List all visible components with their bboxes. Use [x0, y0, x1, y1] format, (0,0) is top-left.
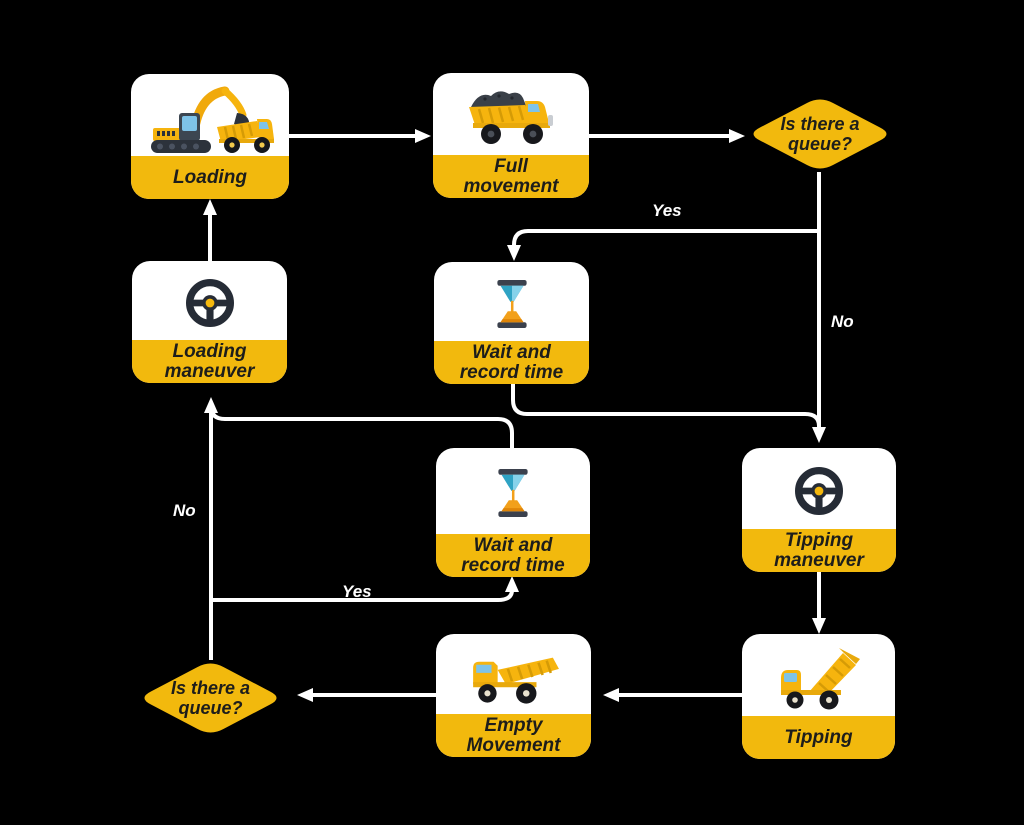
node-loading: Loading [131, 74, 289, 199]
node-tipping: Tipping [742, 634, 895, 759]
decision-queue-bottom: Is there a queue? [138, 660, 283, 736]
empty-dump-truck-icon [436, 634, 591, 714]
node-full-movement: Full movement [433, 73, 589, 198]
node-loading-maneuver: Loading maneuver [132, 261, 287, 383]
steering-wheel-icon [132, 261, 287, 340]
edge-label-yes-top: Yes [652, 201, 682, 220]
edge-label-yes-bottom: Yes [342, 582, 372, 601]
node-empty-movement: Empty Movement [436, 634, 591, 757]
node-tipping-maneuver: Tipping maneuver [742, 448, 896, 572]
node-label-empty-movement: Empty Movement [436, 714, 591, 757]
decision-label-queue-top: Is there a queue? [780, 114, 860, 154]
edge-queue-top-yes-to-wait-top [507, 229, 819, 261]
decision-label-queue-bottom: Is there a queue? [170, 678, 251, 718]
excavator-loading-truck-icon [131, 74, 289, 156]
hourglass-icon [434, 262, 589, 341]
hourglass-icon [436, 448, 590, 534]
edge-label-no-right: No [831, 312, 854, 331]
edge-label-no-left: No [173, 501, 196, 520]
node-label-tipping-maneuver: Tipping maneuver [742, 529, 896, 572]
node-label-full-movement: Full movement [433, 155, 589, 198]
steering-wheel-icon [742, 448, 896, 529]
diamond-shape-icon [144, 663, 277, 733]
node-wait-record-time-top: Wait and record time [434, 262, 589, 384]
edge-queue-bottom-yes-to-wait-bottom [211, 576, 519, 602]
node-label-loading-maneuver: Loading maneuver [132, 340, 287, 383]
edge-wait-bottom-to-loading-maneuver [209, 405, 514, 448]
edge-wait-top-to-tipping-maneuver [511, 384, 821, 427]
diamond-shape-icon [753, 99, 887, 169]
node-wait-record-time-bottom: Wait and record time [436, 448, 590, 577]
node-label-wait-bottom: Wait and record time [436, 534, 590, 577]
decision-queue-top: Is there a queue? [747, 96, 893, 172]
node-label-tipping: Tipping [742, 716, 895, 759]
tipping-dump-truck-icon [742, 634, 895, 716]
node-label-loading: Loading [131, 156, 289, 199]
node-label-wait-top: Wait and record time [434, 341, 589, 384]
full-dump-truck-icon [433, 73, 589, 155]
